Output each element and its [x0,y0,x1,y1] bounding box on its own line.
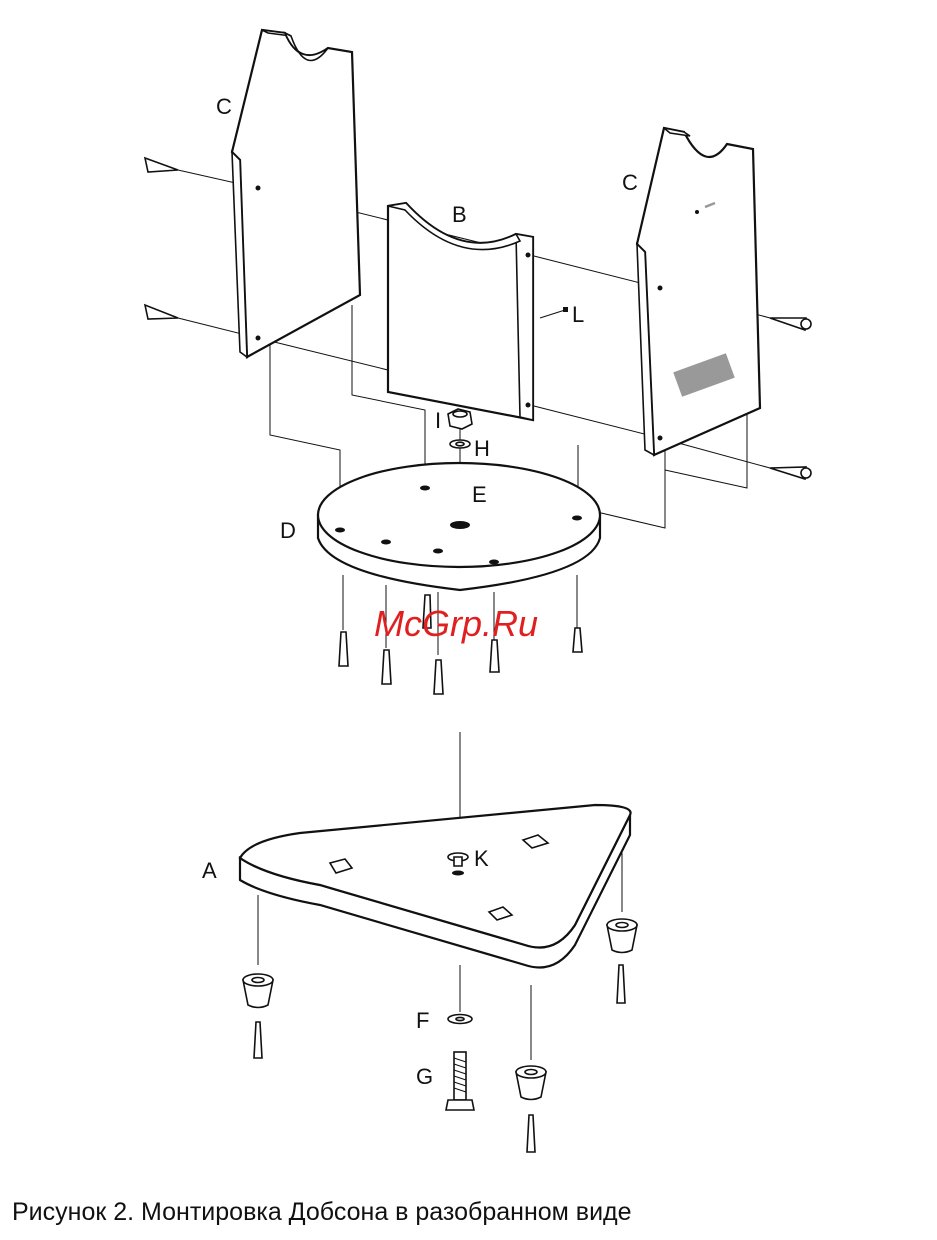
washer-f [448,1015,472,1024]
ground-board-a [240,805,631,968]
label-d: D [280,518,296,543]
screw-left-lower [145,305,178,319]
screw-left-upper [145,158,178,172]
label-i: I [435,408,441,433]
label-g: G [416,1064,433,1089]
round-base-d [318,463,600,590]
screw-right-upper [770,318,811,330]
hex-nut-i [448,409,472,429]
center-panel-b [388,203,568,420]
label-c-right: C [622,170,638,195]
dobson-mount-exploded-diagram: C B C L I H E D K A F G McGrp.Ru [0,0,937,1180]
side-panel-c-right [637,128,760,455]
label-k: K [474,846,489,871]
label-c-left: C [216,94,232,119]
label-e: E [472,482,487,507]
rubber-foot-center [516,1066,546,1152]
label-l: L [572,302,584,327]
figure-caption: Рисунок 2. Монтировка Добсона в разобран… [12,1198,632,1227]
side-panel-c-left [232,30,360,357]
bolt-g [446,1052,474,1110]
label-b: B [452,202,467,227]
screw-right-lower [770,467,811,479]
label-f: F [416,1008,429,1033]
label-a: A [202,858,217,883]
rubber-foot-right [607,919,637,1003]
rubber-foot-left [243,974,273,1058]
watermark: McGrp.Ru [374,603,538,644]
label-h: H [474,436,490,461]
washer-h [450,440,470,448]
